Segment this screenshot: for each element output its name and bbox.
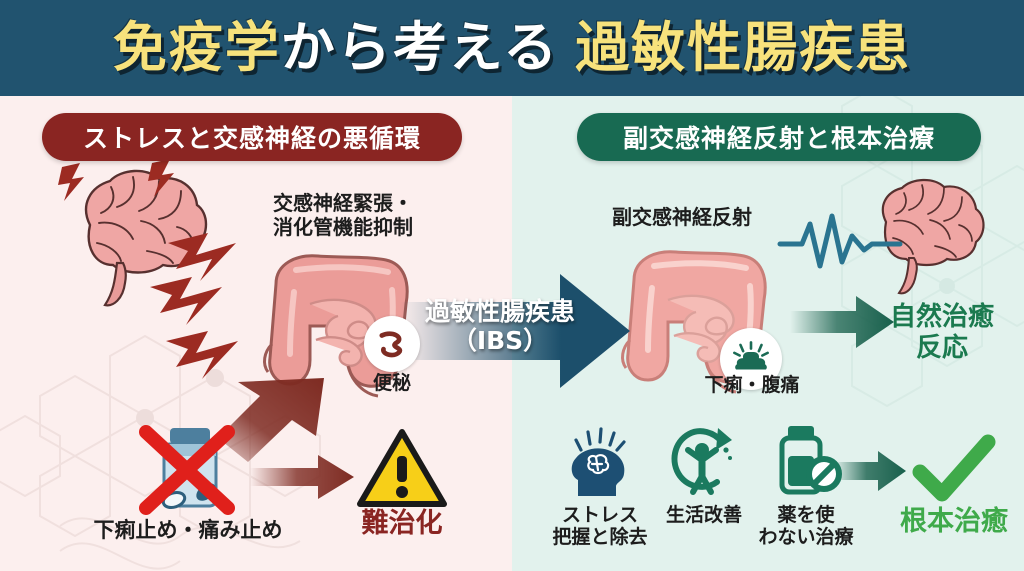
- parasympathetic-reflex-label: 副交感神経反射: [612, 205, 752, 229]
- treatment-1-line2: 把握と除去: [552, 526, 648, 549]
- treatment-1-line1: ストレス: [561, 504, 638, 526]
- sympathetic-annotation-line2: 消化管機能抑制: [273, 214, 413, 239]
- red-cross-icon: [139, 425, 235, 515]
- page-title: 免疫学から考える過敏性腸疾患: [113, 21, 911, 75]
- left-section-title-label: ストレスと交感神経の悪循環: [82, 124, 421, 153]
- head-brain-icon: [571, 427, 626, 496]
- poster-header: 免疫学から考える過敏性腸疾患: [0, 0, 1024, 96]
- treatment-3-line1: 薬を使: [777, 504, 835, 526]
- sympathetic-annotation-line1: 交感神経緊張・: [273, 191, 413, 215]
- medicine-label: 下痢止め・痛み止め: [93, 518, 283, 542]
- natural-healing-line2: 反応: [915, 332, 968, 363]
- diarrhea-label: 下痢・腹痛: [704, 374, 800, 396]
- treatment-2-line1: 生活改善: [665, 504, 742, 526]
- final-outcome-label: 根本治癒: [900, 506, 1008, 537]
- green-arrow-icon-top: [790, 296, 894, 348]
- diarrhea-icon: [733, 341, 769, 370]
- diarrhea-badge: [720, 328, 782, 390]
- green-arrow-icon-bottom: [834, 451, 906, 491]
- green-check-icon: [912, 434, 996, 502]
- ibs-arrow-label: 過敏性腸疾患 （IBS）: [420, 297, 580, 355]
- title-segment-2: から考える: [280, 16, 560, 79]
- warning-triangle-icon: [357, 429, 447, 507]
- brain-icon-right: [881, 178, 985, 295]
- treatment-3-line2: わない治療: [758, 526, 854, 549]
- left-section-title: ストレスと交感神経の悪循環: [42, 113, 462, 161]
- treatment-label-2: 生活改善: [648, 504, 760, 526]
- natural-healing-label: 自然治癒 反応: [872, 302, 1012, 363]
- ibs-label-line1: 過敏性腸疾患: [424, 297, 575, 326]
- natural-healing-line1: 自然治癒: [889, 302, 994, 332]
- outcome-label-left: 難治化: [361, 508, 443, 539]
- red-arrow-icon-diagonal: [218, 378, 324, 462]
- ecg-wave-icon: [777, 213, 903, 269]
- ibs-arrow: [400, 274, 630, 388]
- red-arrow-icon-horizontal: [250, 455, 354, 499]
- title-segment-3: 過敏性腸疾患: [575, 16, 912, 79]
- title-segment-1: 免疫学: [112, 16, 281, 79]
- right-section-title: 副交感神経反射と根本治療: [577, 113, 981, 161]
- no-medicine-icon: [779, 426, 842, 495]
- sympathetic-annotation: 交感神経緊張・ 消化管機能抑制: [248, 191, 438, 239]
- person-activity-icon: [671, 428, 732, 495]
- treatment-label-3: 薬を使 わない治療: [744, 504, 868, 549]
- ibs-label-line2: （IBS）: [451, 326, 549, 355]
- constipation-icon: [379, 331, 403, 358]
- right-section-title-label: 副交感神経反射と根本治療: [622, 124, 935, 153]
- constipation-badge: [364, 316, 420, 372]
- constipation-label: 便秘: [372, 372, 411, 394]
- brain-icon: [84, 169, 208, 307]
- lightning-bolt-icon: [58, 159, 238, 379]
- treatment-label-1: ストレス 把握と除去: [542, 504, 658, 549]
